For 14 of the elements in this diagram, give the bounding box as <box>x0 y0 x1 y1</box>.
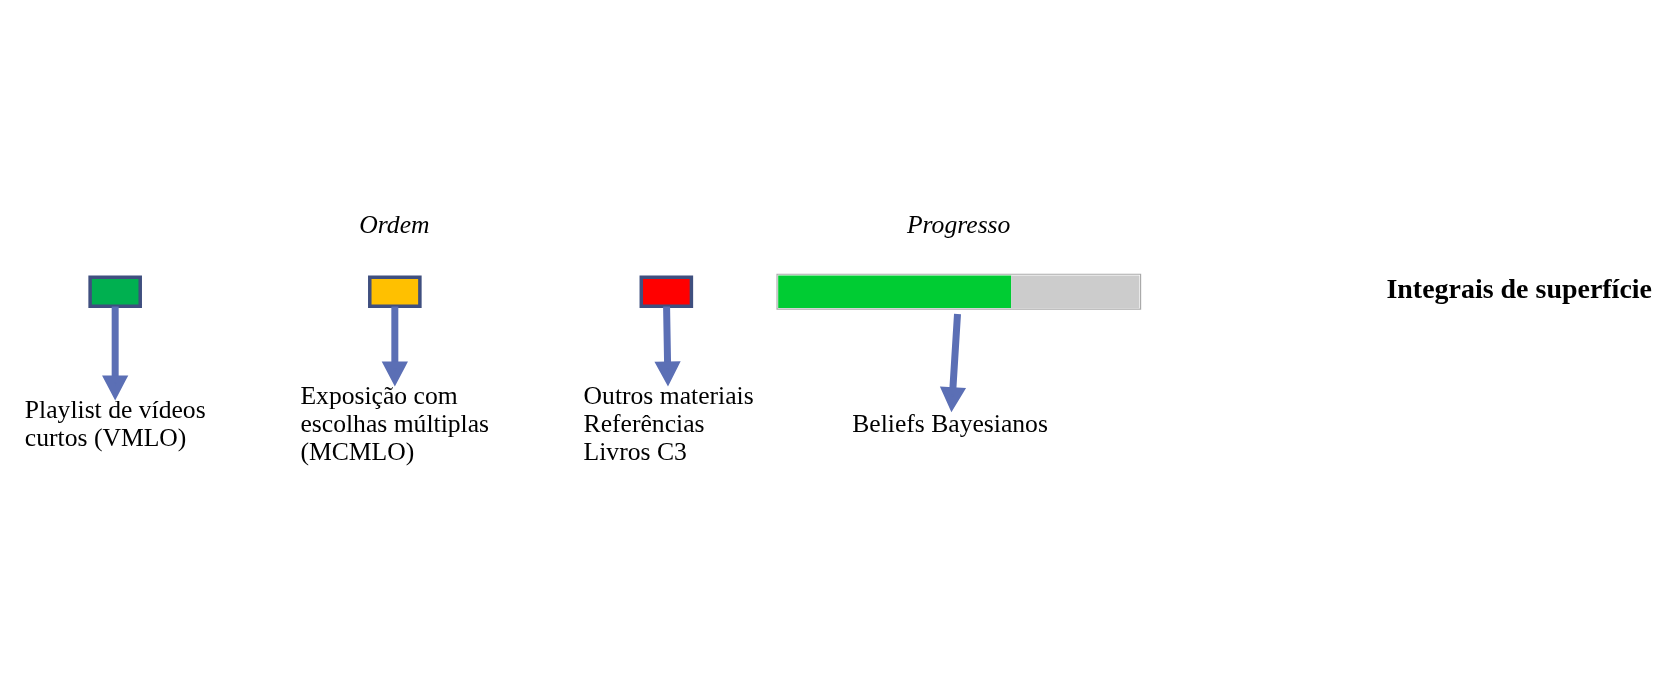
arrow <box>939 313 967 412</box>
label: Ordem <box>359 209 430 239</box>
arrow <box>381 306 408 387</box>
node-box <box>88 274 142 308</box>
arrow <box>102 306 129 400</box>
node-text: Outros materiais Referências Livros C3 <box>583 380 754 466</box>
label: Progresso <box>906 209 1011 239</box>
node-text: Exposição com escolhas múltiplas (MCMLO) <box>300 380 490 466</box>
node-text: Playlist de vídeos curtos (VMLO) <box>24 394 206 452</box>
arrow <box>654 305 681 387</box>
node-box <box>368 274 422 308</box>
node-box <box>639 274 694 308</box>
label: Integrais de superfície <box>1386 272 1652 304</box>
node-text: Beliefs Bayesianos <box>852 408 1048 438</box>
